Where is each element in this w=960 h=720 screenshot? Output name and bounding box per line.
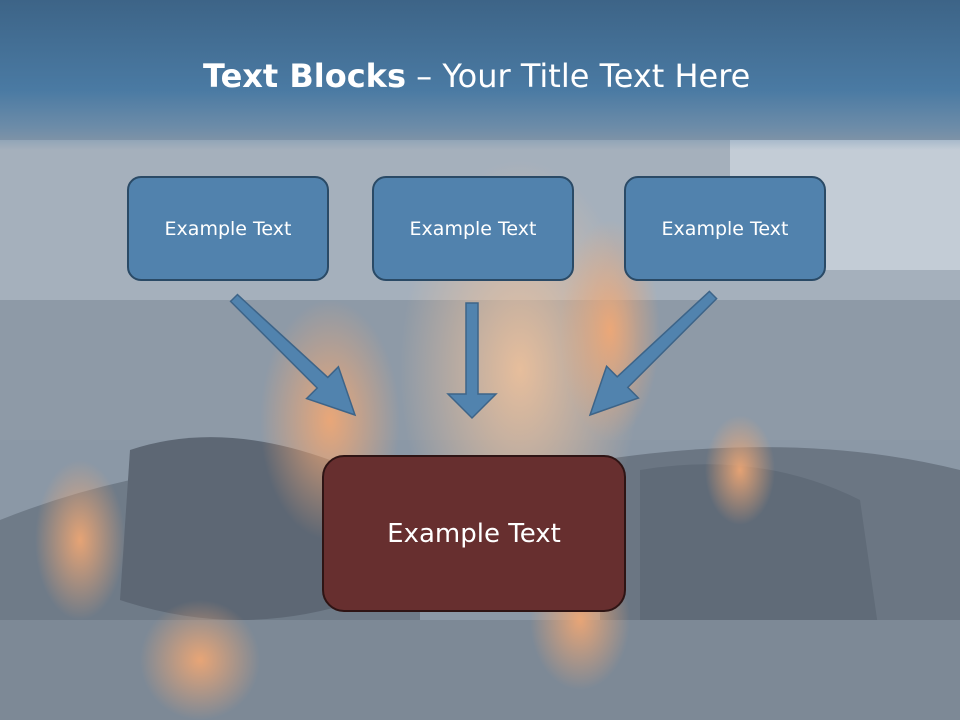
slide-title: Text Blocks – Your Title Text Here [203, 52, 750, 100]
bottom-box-label: Example Text [387, 518, 561, 549]
title-rest-part: Your Title Text Here [442, 57, 751, 95]
arrow-center [446, 302, 498, 420]
top-box-right-label: Example Text [661, 217, 789, 240]
bottom-box: Example Text [322, 455, 626, 612]
title-bold-part: Text Blocks [203, 57, 406, 95]
top-box-left: Example Text [127, 176, 329, 281]
title-band [0, 0, 960, 150]
title-dash: – [406, 57, 443, 95]
arrow-right [588, 290, 718, 417]
top-box-right: Example Text [624, 176, 826, 281]
top-box-center-label: Example Text [409, 217, 537, 240]
arrow-left [229, 293, 357, 417]
top-box-center: Example Text [372, 176, 574, 281]
top-box-left-label: Example Text [164, 217, 292, 240]
